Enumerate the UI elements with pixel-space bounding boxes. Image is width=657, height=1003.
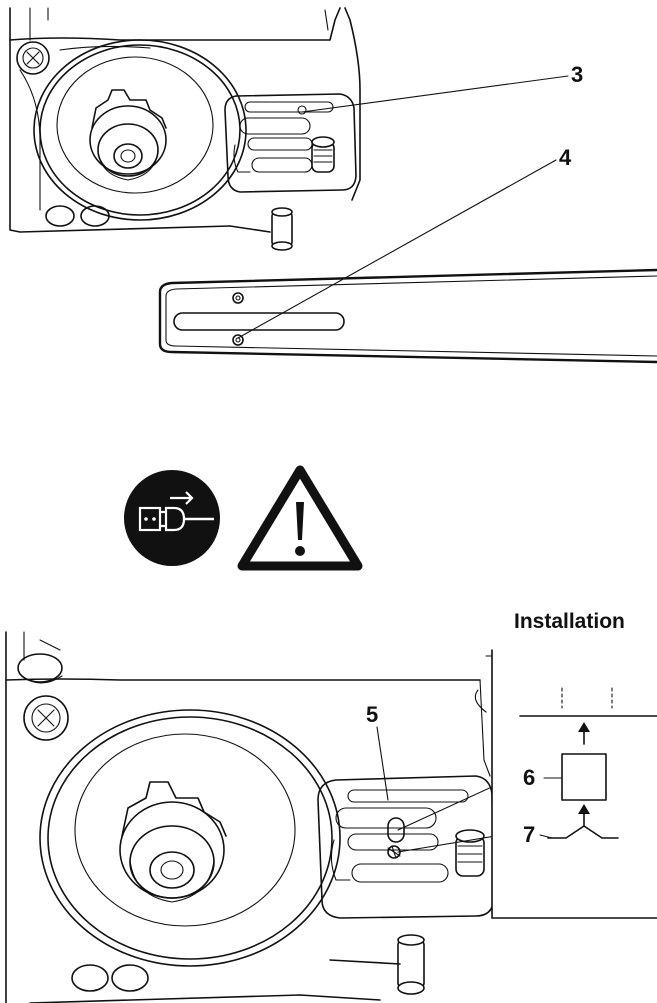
top-leader-lines (237, 75, 569, 339)
callout-6: 6 (523, 765, 535, 790)
top-housing-drawing (9, 7, 361, 251)
callout-4: 4 (559, 145, 572, 170)
callout-5: 5 (366, 702, 378, 727)
guide-bar-drawing (158, 268, 657, 364)
callout-3: 3 (571, 62, 583, 87)
bottom-housing-drawing (5, 631, 495, 1003)
disconnect-mains-plug-icon (124, 470, 220, 566)
warning-triangle-icon (237, 465, 363, 571)
installation-inset-panel (474, 649, 657, 920)
installation-title: Installation (514, 610, 625, 633)
callout-7: 7 (523, 822, 535, 847)
